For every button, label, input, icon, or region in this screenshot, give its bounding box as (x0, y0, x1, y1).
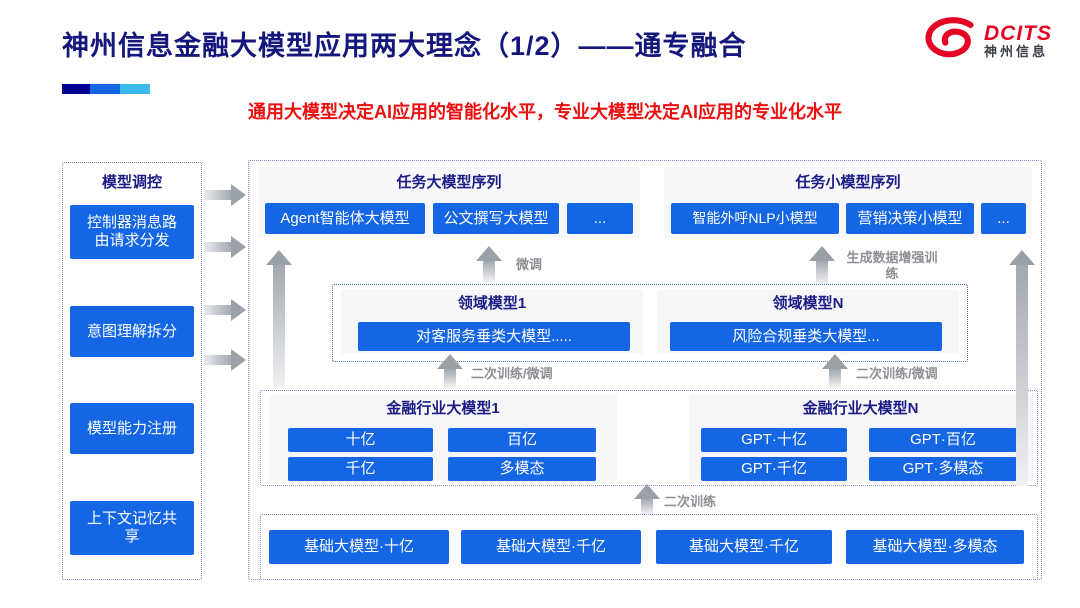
base-model-chip-multimodal: 基础大模型·多模态 (846, 530, 1024, 564)
sidebar-item-router: 控制器消息路由请求分发 (70, 205, 194, 259)
domain-model-container: 领域模型1 对客服务垂类大模型..... 领域模型N 风险合规垂类大模型... (332, 284, 968, 362)
tall-arrow-right-icon (1009, 250, 1035, 486)
task-small-model-group: 任务小模型序列 智能外呼NLP小模型 营销决策小模型 ... (664, 167, 1032, 238)
domain-group-n: 领域模型N 风险合规垂类大模型... (657, 290, 959, 354)
right-arrow-icon (204, 349, 246, 371)
task-large-model-group: 任务大模型序列 Agent智能体大模型 公文撰写大模型 ... (258, 167, 640, 238)
dcits-logo: DCITS 神州信息 (922, 16, 1052, 65)
domain-group-n-title: 领域模型N (772, 295, 844, 312)
base-model-chip-100b: 基础大模型·千亿 (461, 530, 641, 564)
domain-model-chip-customer: 对客服务垂类大模型..... (358, 322, 630, 351)
sidebar-item-context: 上下文记忆共享 (70, 501, 194, 555)
task-small-title: 任务小模型序列 (795, 174, 901, 191)
retrain-finetune-arrow-right-icon (822, 354, 848, 388)
tall-arrow-left-icon (266, 250, 292, 388)
retrain-arrow-icon (634, 484, 660, 514)
sidebar-item-intent: 意图理解拆分 (70, 306, 194, 357)
task-large-title: 任务大模型序列 (396, 174, 502, 191)
gen-data-arrow-icon (809, 246, 835, 284)
size-chip-multimodal: 多模态 (448, 457, 596, 481)
size-chip-10b: 百亿 (448, 428, 596, 452)
size-chip-100b: 千亿 (288, 457, 433, 481)
model-chip-document: 公文撰写大模型 (433, 203, 559, 234)
model-chip-marketing: 营销决策小模型 (846, 203, 974, 234)
model-chip-agent: Agent智能体大模型 (265, 203, 425, 234)
gen-data-train-label: 生成数据增强训练 (846, 250, 938, 282)
sidebar-title: 模型调控 (101, 174, 162, 191)
industry-group-1: 金融行业大模型1 十亿 百亿 千亿 多模态 (269, 395, 617, 481)
base-model-chip-100b-2: 基础大模型·千亿 (656, 530, 832, 564)
gpt-chip-multimodal: GPT·多模态 (869, 457, 1017, 481)
domain-group-1-title: 领域模型1 (457, 295, 527, 312)
model-chip-more: ... (567, 203, 633, 234)
retrain-finetune-label-right: 二次训练/微调 (856, 366, 938, 381)
model-chip-outbound-nlp: 智能外呼NLP小模型 (671, 203, 839, 234)
base-model-container: 基础大模型·十亿 基础大模型·千亿 基础大模型·千亿 基础大模型·多模态 (260, 514, 1038, 580)
gpt-chip-100b: GPT·千亿 (701, 457, 847, 481)
industry-group-1-title: 金融行业大模型1 (386, 400, 500, 417)
model-chip-more: ... (981, 203, 1026, 234)
logo-brand-cn: 神州信息 (984, 43, 1049, 59)
gpt-chip-10b: GPT·百亿 (869, 428, 1017, 452)
retrain-finetune-label-left: 二次训练/微调 (471, 366, 553, 381)
industry-group-n-title: 金融行业大模型N (802, 400, 919, 417)
base-model-chip-1b: 基础大模型·十亿 (269, 530, 449, 564)
right-arrow-icon (204, 184, 246, 206)
slide-subtitle: 通用大模型决定AI应用的智能化水平，专业大模型决定AI应用的专业化水平 (248, 102, 842, 122)
gpt-chip-1b: GPT·十亿 (701, 428, 847, 452)
retrain-label: 二次训练 (664, 494, 717, 509)
size-chip-1b: 十亿 (288, 428, 433, 452)
logo-swirl-icon (922, 16, 978, 65)
finetune-label: 微调 (516, 257, 543, 272)
model-control-panel: 模型调控 控制器消息路由请求分发 意图理解拆分 模型能力注册 上下文记忆共享 (62, 162, 202, 580)
right-arrow-icon (204, 299, 246, 321)
logo-brand: DCITS (984, 21, 1052, 45)
industry-group-n: 金融行业大模型N GPT·十亿 GPT·百亿 GPT·千亿 GPT·多模态 (689, 395, 1032, 481)
industry-model-container: 金融行业大模型1 十亿 百亿 千亿 多模态 金融行业大模型N GPT·十亿 GP… (260, 390, 1038, 486)
finetune-arrow-icon (476, 246, 502, 282)
sidebar-item-register: 模型能力注册 (70, 403, 194, 454)
page-title: 神州信息金融大模型应用两大理念（1/2）——通专融合 (62, 31, 747, 61)
domain-model-chip-risk: 风险合规垂类大模型... (670, 322, 942, 351)
retrain-finetune-arrow-left-icon (437, 354, 463, 388)
domain-group-1: 领域模型1 对客服务垂类大模型..... (341, 290, 643, 354)
accent-colorbar (62, 84, 150, 94)
right-arrow-icon (204, 236, 246, 258)
